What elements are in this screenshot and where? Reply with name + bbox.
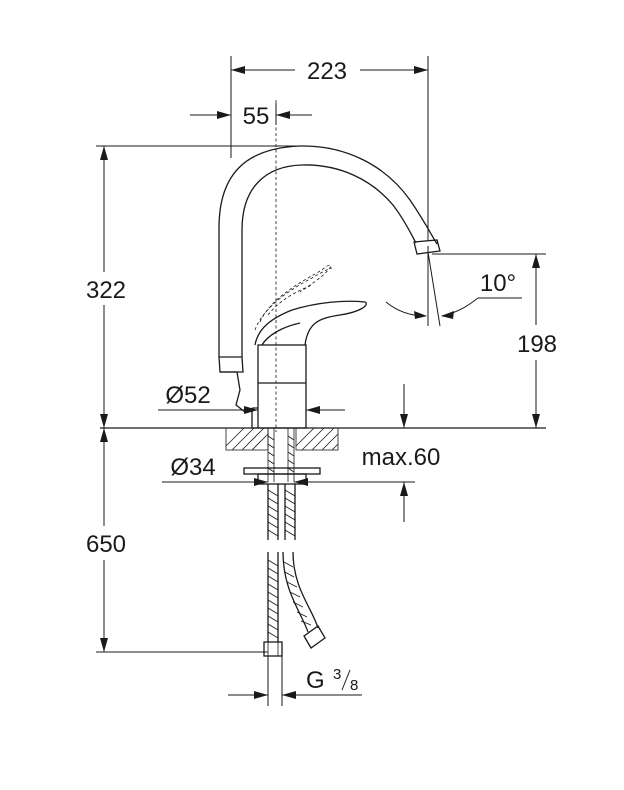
spout-base [218, 356, 244, 373]
dim-max60-label: max.60 [362, 444, 441, 471]
lever-detail [261, 322, 301, 346]
dim-max60 [306, 384, 415, 522]
lever-handle [254, 300, 367, 346]
hose-braid [267, 489, 312, 639]
spout-outer [218, 145, 438, 357]
dim-d52-label: Ø52 [165, 382, 210, 409]
hose-lower-right [282, 551, 319, 633]
dim-g38 [228, 656, 362, 706]
dim-g38-denominator: 8 [350, 677, 358, 694]
faucet-outline [218, 145, 441, 429]
dim-650-label: 650 [86, 531, 126, 558]
dim-55-label: 55 [243, 103, 270, 130]
spout-connector [220, 371, 246, 413]
dim-10deg-label: 10° [480, 270, 516, 297]
dim-198-label: 198 [517, 331, 557, 358]
dim-198 [432, 253, 546, 428]
dim-g38-letter: G [306, 667, 325, 694]
dim-d34-label: Ø34 [170, 454, 215, 481]
hose-fitting-left [263, 641, 283, 657]
dim-g38-slash [341, 669, 351, 691]
dim-322-label: 322 [86, 277, 126, 304]
counter-section-right [295, 427, 339, 451]
hose-upper-left [267, 484, 279, 540]
hose-fitting-right [303, 625, 326, 649]
dim-10deg [385, 246, 522, 327]
lever-alt-1 [254, 267, 333, 331]
dim-55 [190, 103, 312, 125]
dim-d52 [158, 406, 345, 414]
hatching [225, 427, 339, 451]
threaded-rods [267, 428, 295, 482]
hose-upper-right [284, 484, 296, 540]
dim-g38-numerator: 3 [333, 666, 341, 683]
supply-hoses [263, 100, 326, 657]
faucet-body [257, 344, 307, 429]
aerator [413, 239, 441, 255]
spout-inner [241, 164, 417, 357]
dim-650 [96, 428, 268, 653]
mounting-plate [243, 467, 321, 475]
dim-223-label: 223 [307, 58, 347, 85]
dim-322 [96, 145, 300, 428]
rod-threads [267, 435, 295, 473]
hose-lower-left [267, 552, 279, 642]
lever-alt-2 [259, 264, 332, 323]
counter-section-left [225, 427, 269, 451]
countertop-mount [100, 427, 546, 485]
